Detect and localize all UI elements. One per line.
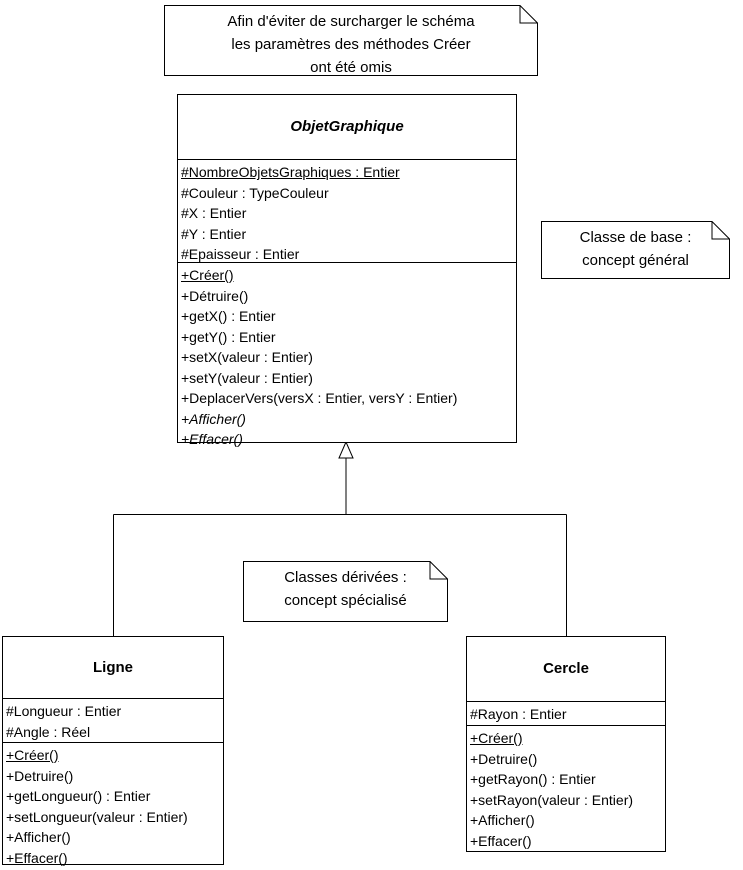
operation-item: +getRayon() : Entier xyxy=(470,771,596,787)
note-shape xyxy=(164,5,538,76)
class-box-cercle[interactable]: Cercle #Rayon : Entier +Créer() +Detruir… xyxy=(466,636,666,852)
operation-item: +setRayon(valeur : Entier) xyxy=(470,791,634,808)
attributes-compartment: #Rayon : Entier xyxy=(467,701,665,725)
operation-item: +setLongueur(valeur : Entier) xyxy=(6,808,188,825)
operation-item: +Afficher() xyxy=(470,812,535,828)
operation-item: +DeplacerVers(versX : Entier, versY : En… xyxy=(181,390,458,406)
class-name-compartment: Cercle xyxy=(467,637,665,701)
operation-item: +Créer() xyxy=(6,747,59,763)
class-name-compartment: ObjetGraphique xyxy=(178,95,516,159)
attribute-item: #Epaisseur : Entier xyxy=(181,246,300,262)
operation-item: +getLongueur() : Entier xyxy=(6,788,151,804)
operation-item: +Effacer() xyxy=(470,832,532,849)
operations-compartment: +Créer() +Detruire() +getLongueur() : En… xyxy=(3,742,223,866)
class-name-ligne: Ligne xyxy=(93,658,133,676)
operation-item: +Detruire() xyxy=(470,750,538,767)
class-box-ligne[interactable]: Ligne #Longueur : Entier #Angle : Réel +… xyxy=(2,636,224,866)
operation-item: +Detruire() xyxy=(6,767,74,784)
operations-compartment: +Créer() +Detruire() +getRayon() : Entie… xyxy=(467,725,665,851)
note-shape xyxy=(541,221,730,279)
attribute-item: #Longueur : Entier xyxy=(6,703,122,719)
note-classe-de-base: Classe de base : concept général xyxy=(541,221,730,279)
operation-item: +Afficher() xyxy=(6,829,71,845)
operation-item: +setY(valeur : Entier) xyxy=(181,369,313,386)
attribute-item: #Rayon : Entier xyxy=(470,706,567,722)
operation-item: +Détruire() xyxy=(181,287,249,304)
attributes-compartment: #NombreObjetsGraphiques : Entier #Couleu… xyxy=(178,159,516,262)
note-parametres-omis: Afin d'éviter de surcharger le schéma le… xyxy=(164,5,538,76)
attribute-item: #Couleur : TypeCouleur xyxy=(181,184,329,201)
operation-item: +Afficher() xyxy=(181,410,246,427)
class-box-objetgraphique[interactable]: ObjetGraphique #NombreObjetsGraphiques :… xyxy=(177,94,517,447)
attributes-compartment: #Longueur : Entier #Angle : Réel xyxy=(3,698,223,742)
attribute-item: #Y : Entier xyxy=(181,225,247,242)
attribute-item: #NombreObjetsGraphiques : Entier xyxy=(181,164,400,180)
note-classes-derivees: Classes dérivées : concept spécialisé xyxy=(243,561,448,622)
operation-item: +Créer() xyxy=(470,730,523,746)
class-name-cercle: Cercle xyxy=(543,660,589,677)
attribute-item: #Angle : Réel xyxy=(6,723,91,740)
note-shape xyxy=(243,561,448,622)
operation-item: +Créer() xyxy=(181,267,234,283)
operations-compartment: +Créer() +Détruire() +getX() : Entier +g… xyxy=(178,262,516,447)
operation-item: +getX() : Entier xyxy=(181,308,276,324)
operation-item: +getY() : Entier xyxy=(181,328,276,345)
operation-item: +Effacer() xyxy=(181,431,243,447)
attribute-item: #X : Entier xyxy=(181,205,247,221)
operation-item: +Effacer() xyxy=(6,849,68,866)
class-name-objetgraphique: ObjetGraphique xyxy=(290,118,404,135)
operation-item: +setX(valeur : Entier) xyxy=(181,349,313,365)
class-name-compartment: Ligne xyxy=(3,637,223,698)
